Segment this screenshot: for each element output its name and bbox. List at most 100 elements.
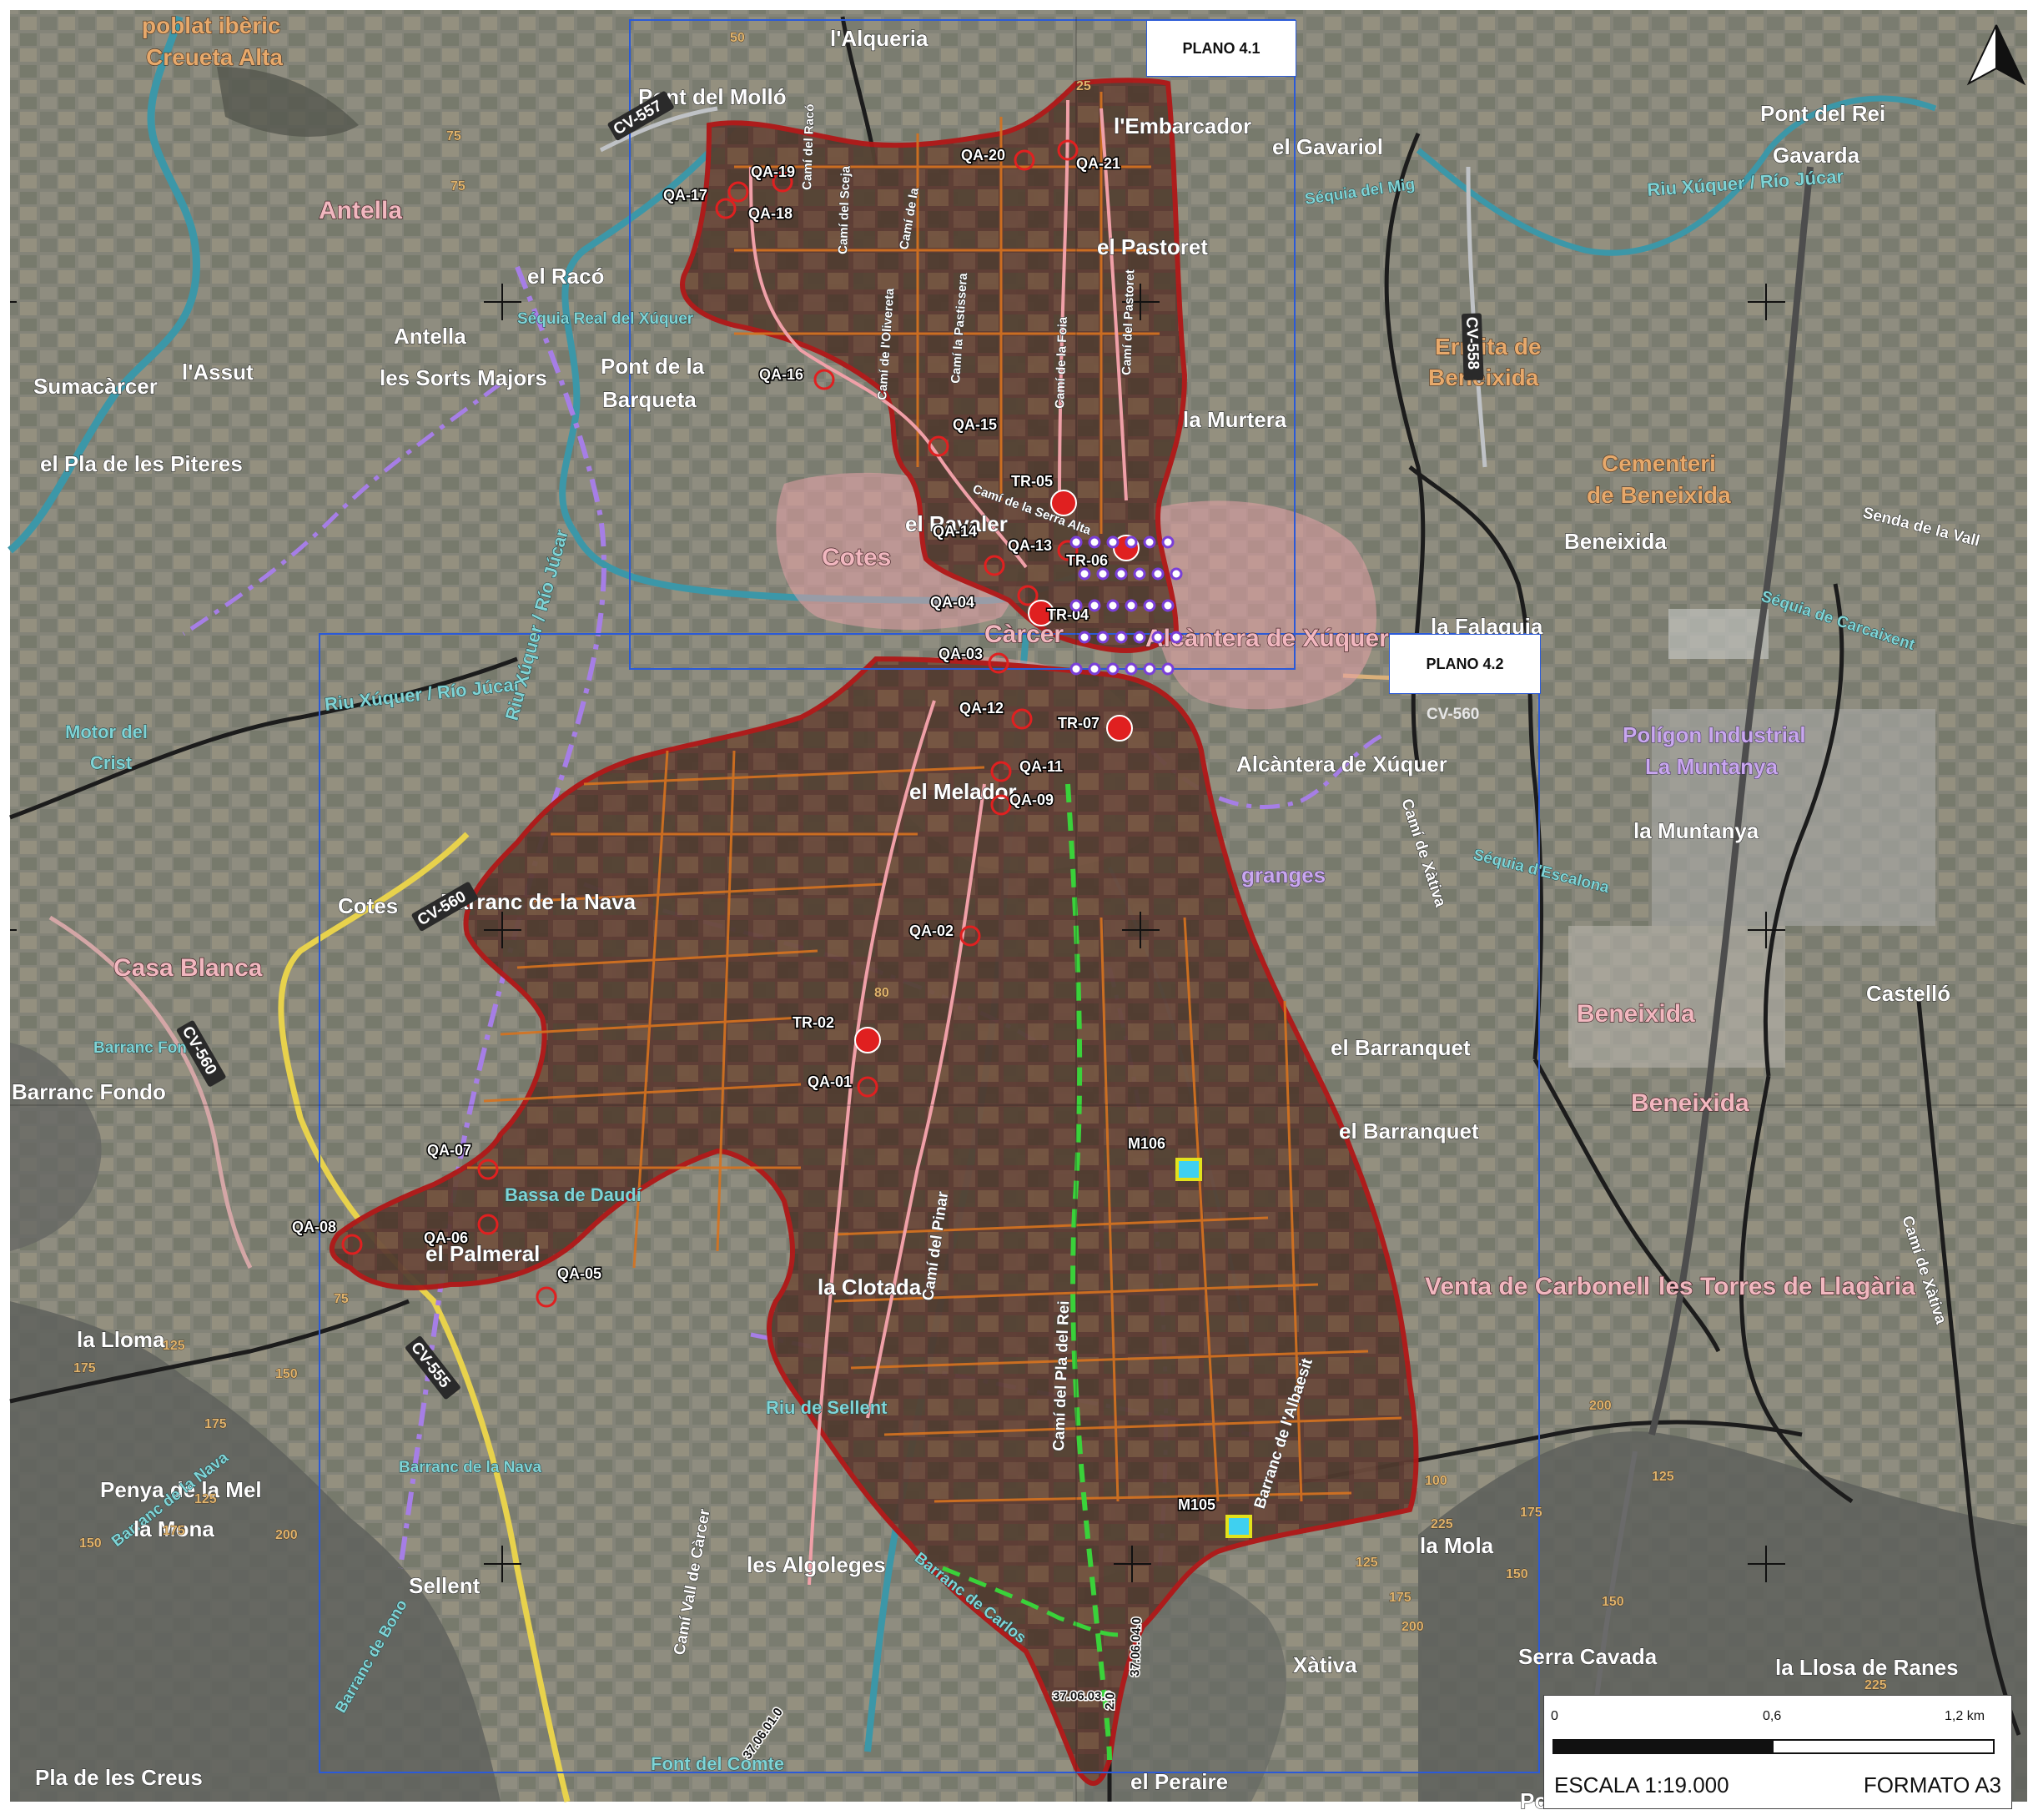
sample-point-marker[interactable]: [772, 171, 793, 193]
sample-point-marker[interactable]: [715, 198, 737, 219]
place-label-motor2: Crist: [90, 752, 133, 773]
place-label-embarcador: l'Embarcador: [1114, 113, 1251, 138]
sample-point-label: M106: [1128, 1135, 1165, 1152]
place-label-castello: Castelló: [1866, 981, 1950, 1006]
contour-label: 125: [163, 1339, 185, 1353]
sample-point-marker[interactable]: [536, 1286, 557, 1308]
sample-point-marker[interactable]: [1057, 139, 1079, 161]
monitoring-station-icon[interactable]: [1175, 1158, 1202, 1181]
place-label-palmeral: el Palmeral: [425, 1241, 540, 1266]
place-label-lamola: la Mola: [1420, 1533, 1494, 1558]
place-label-sorts: les Sorts Majors: [380, 365, 547, 390]
house-marker-icon: [1088, 662, 1101, 676]
contour-label: 75: [450, 179, 465, 194]
sample-point-label: QA-05: [557, 1265, 601, 1282]
place-label-plapiteres: el Pla de les Piteres: [40, 451, 243, 476]
plano-4-1-label[interactable]: PLANO 4.1: [1146, 20, 1296, 77]
place-label-pontrei: Pont del Rei: [1760, 101, 1885, 126]
scale-text: ESCALA 1:19.000: [1554, 1772, 1729, 1797]
contour-label: 175: [1389, 1591, 1412, 1605]
warehouse: [1668, 609, 1769, 659]
contour-label: 200: [275, 1528, 298, 1542]
transformer-icon[interactable]: [854, 1027, 881, 1053]
contour-label: 125: [194, 1492, 217, 1506]
transformer-icon[interactable]: [1106, 715, 1133, 742]
plano-4-2-label[interactable]: PLANO 4.2: [1389, 634, 1541, 694]
sample-point-marker[interactable]: [1057, 540, 1079, 561]
house-marker-icon: [1161, 535, 1175, 549]
sample-point-marker[interactable]: [1017, 585, 1039, 606]
contour-label: 175: [73, 1361, 96, 1375]
sample-point-marker[interactable]: [984, 555, 1005, 576]
place-label-beneixida2: Beneixida: [1577, 1000, 1695, 1028]
sample-point-label: QA-16: [759, 366, 803, 383]
place-label-sellent: Sellent: [409, 1573, 481, 1598]
contour-label: 175: [163, 1524, 185, 1538]
sample-point-label: TR-02: [793, 1014, 834, 1031]
contour-label: 100: [1425, 1474, 1447, 1488]
motorway: [1648, 166, 1814, 1435]
house-marker-icon: [1078, 567, 1091, 581]
sample-point-label: QA-04: [930, 594, 974, 611]
sample-point-label: TR-07: [1058, 715, 1100, 732]
place-label-alqueria: l'Alqueria: [830, 26, 928, 51]
house-marker-icon: [1106, 535, 1120, 549]
cami-green-2: [942, 1566, 1119, 1637]
place-label-riusellent: Riu de Sellent: [766, 1397, 888, 1418]
contour-label: 175: [1520, 1506, 1542, 1520]
sample-point-label: QA-21: [1076, 155, 1120, 172]
sample-point-label: QA-07: [427, 1142, 471, 1159]
sample-point-marker[interactable]: [990, 794, 1012, 816]
place-label-bassa: Bassa de Daudí: [505, 1184, 642, 1205]
scale-bar-graphic: [1552, 1739, 1995, 1754]
transformer-icon[interactable]: [1028, 600, 1054, 626]
border-1: [9, 656, 518, 820]
sample-point-label: QA-14: [933, 523, 977, 540]
place-label-cementeri2: de Beneixida: [1587, 482, 1731, 508]
contour-label: 125: [1356, 1556, 1378, 1570]
plano-4-2-frame[interactable]: [319, 633, 1540, 1773]
house-marker-icon: [1106, 662, 1120, 676]
sample-point-marker[interactable]: [990, 761, 1012, 782]
sample-point-marker[interactable]: [928, 435, 949, 457]
sample-point-label: QA-17: [663, 187, 707, 204]
sample-point-label: QA-19: [751, 163, 795, 180]
sample-point-marker[interactable]: [1014, 149, 1035, 171]
sample-point-marker[interactable]: [341, 1234, 363, 1255]
place-label-camipastoret: Camí del Pastoret: [1120, 269, 1137, 375]
north-arrow-icon: [1966, 24, 2026, 86]
house-marker-icon: [1115, 631, 1128, 644]
urban-alcantera: [1149, 500, 1376, 710]
place-label-llosa: la Llosa de Ranes: [1775, 1655, 1959, 1680]
house-marker-icon: [1115, 567, 1128, 581]
sample-point-label: QA-20: [961, 147, 1005, 163]
border-7: [9, 1299, 410, 1404]
place-label-ermita1: Ermita de: [1435, 334, 1542, 359]
scale-tick-0: 0: [1551, 1709, 1558, 1723]
sample-point-marker[interactable]: [477, 1159, 499, 1180]
place-label-gavarda: Gavarda: [1773, 143, 1860, 168]
sample-point-marker[interactable]: [1011, 708, 1033, 730]
transformer-icon[interactable]: [1050, 490, 1077, 516]
scale-bar: 0 0,6 1,2 km ESCALA 1:19.000 FORMATO A3: [1543, 1695, 2012, 1809]
sample-point-marker[interactable]: [959, 925, 981, 947]
monitoring-station-icon[interactable]: [1225, 1515, 1252, 1538]
sample-point-marker[interactable]: [477, 1214, 499, 1235]
contour-label: 150: [275, 1367, 298, 1381]
sample-point-marker[interactable]: [988, 652, 1009, 674]
house-marker-icon: [1143, 599, 1156, 612]
place-label-serracavada: Serra Cavada: [1518, 1644, 1658, 1669]
sample-point-marker[interactable]: [727, 181, 749, 203]
house-marker-icon: [1096, 631, 1110, 644]
hill-w: [10, 1043, 102, 1251]
sample-point-marker[interactable]: [813, 369, 835, 390]
plano-4-1-frame[interactable]: [629, 19, 1296, 670]
contour-label: 175: [204, 1417, 227, 1431]
house-marker-icon: [1069, 535, 1083, 549]
place-label-pontbarq1: Pont de la: [601, 354, 705, 379]
place-label-cotes1: Cotes: [822, 544, 891, 571]
sample-point-marker[interactable]: [857, 1076, 878, 1098]
scale-tick-1: 0,6: [1763, 1709, 1782, 1723]
